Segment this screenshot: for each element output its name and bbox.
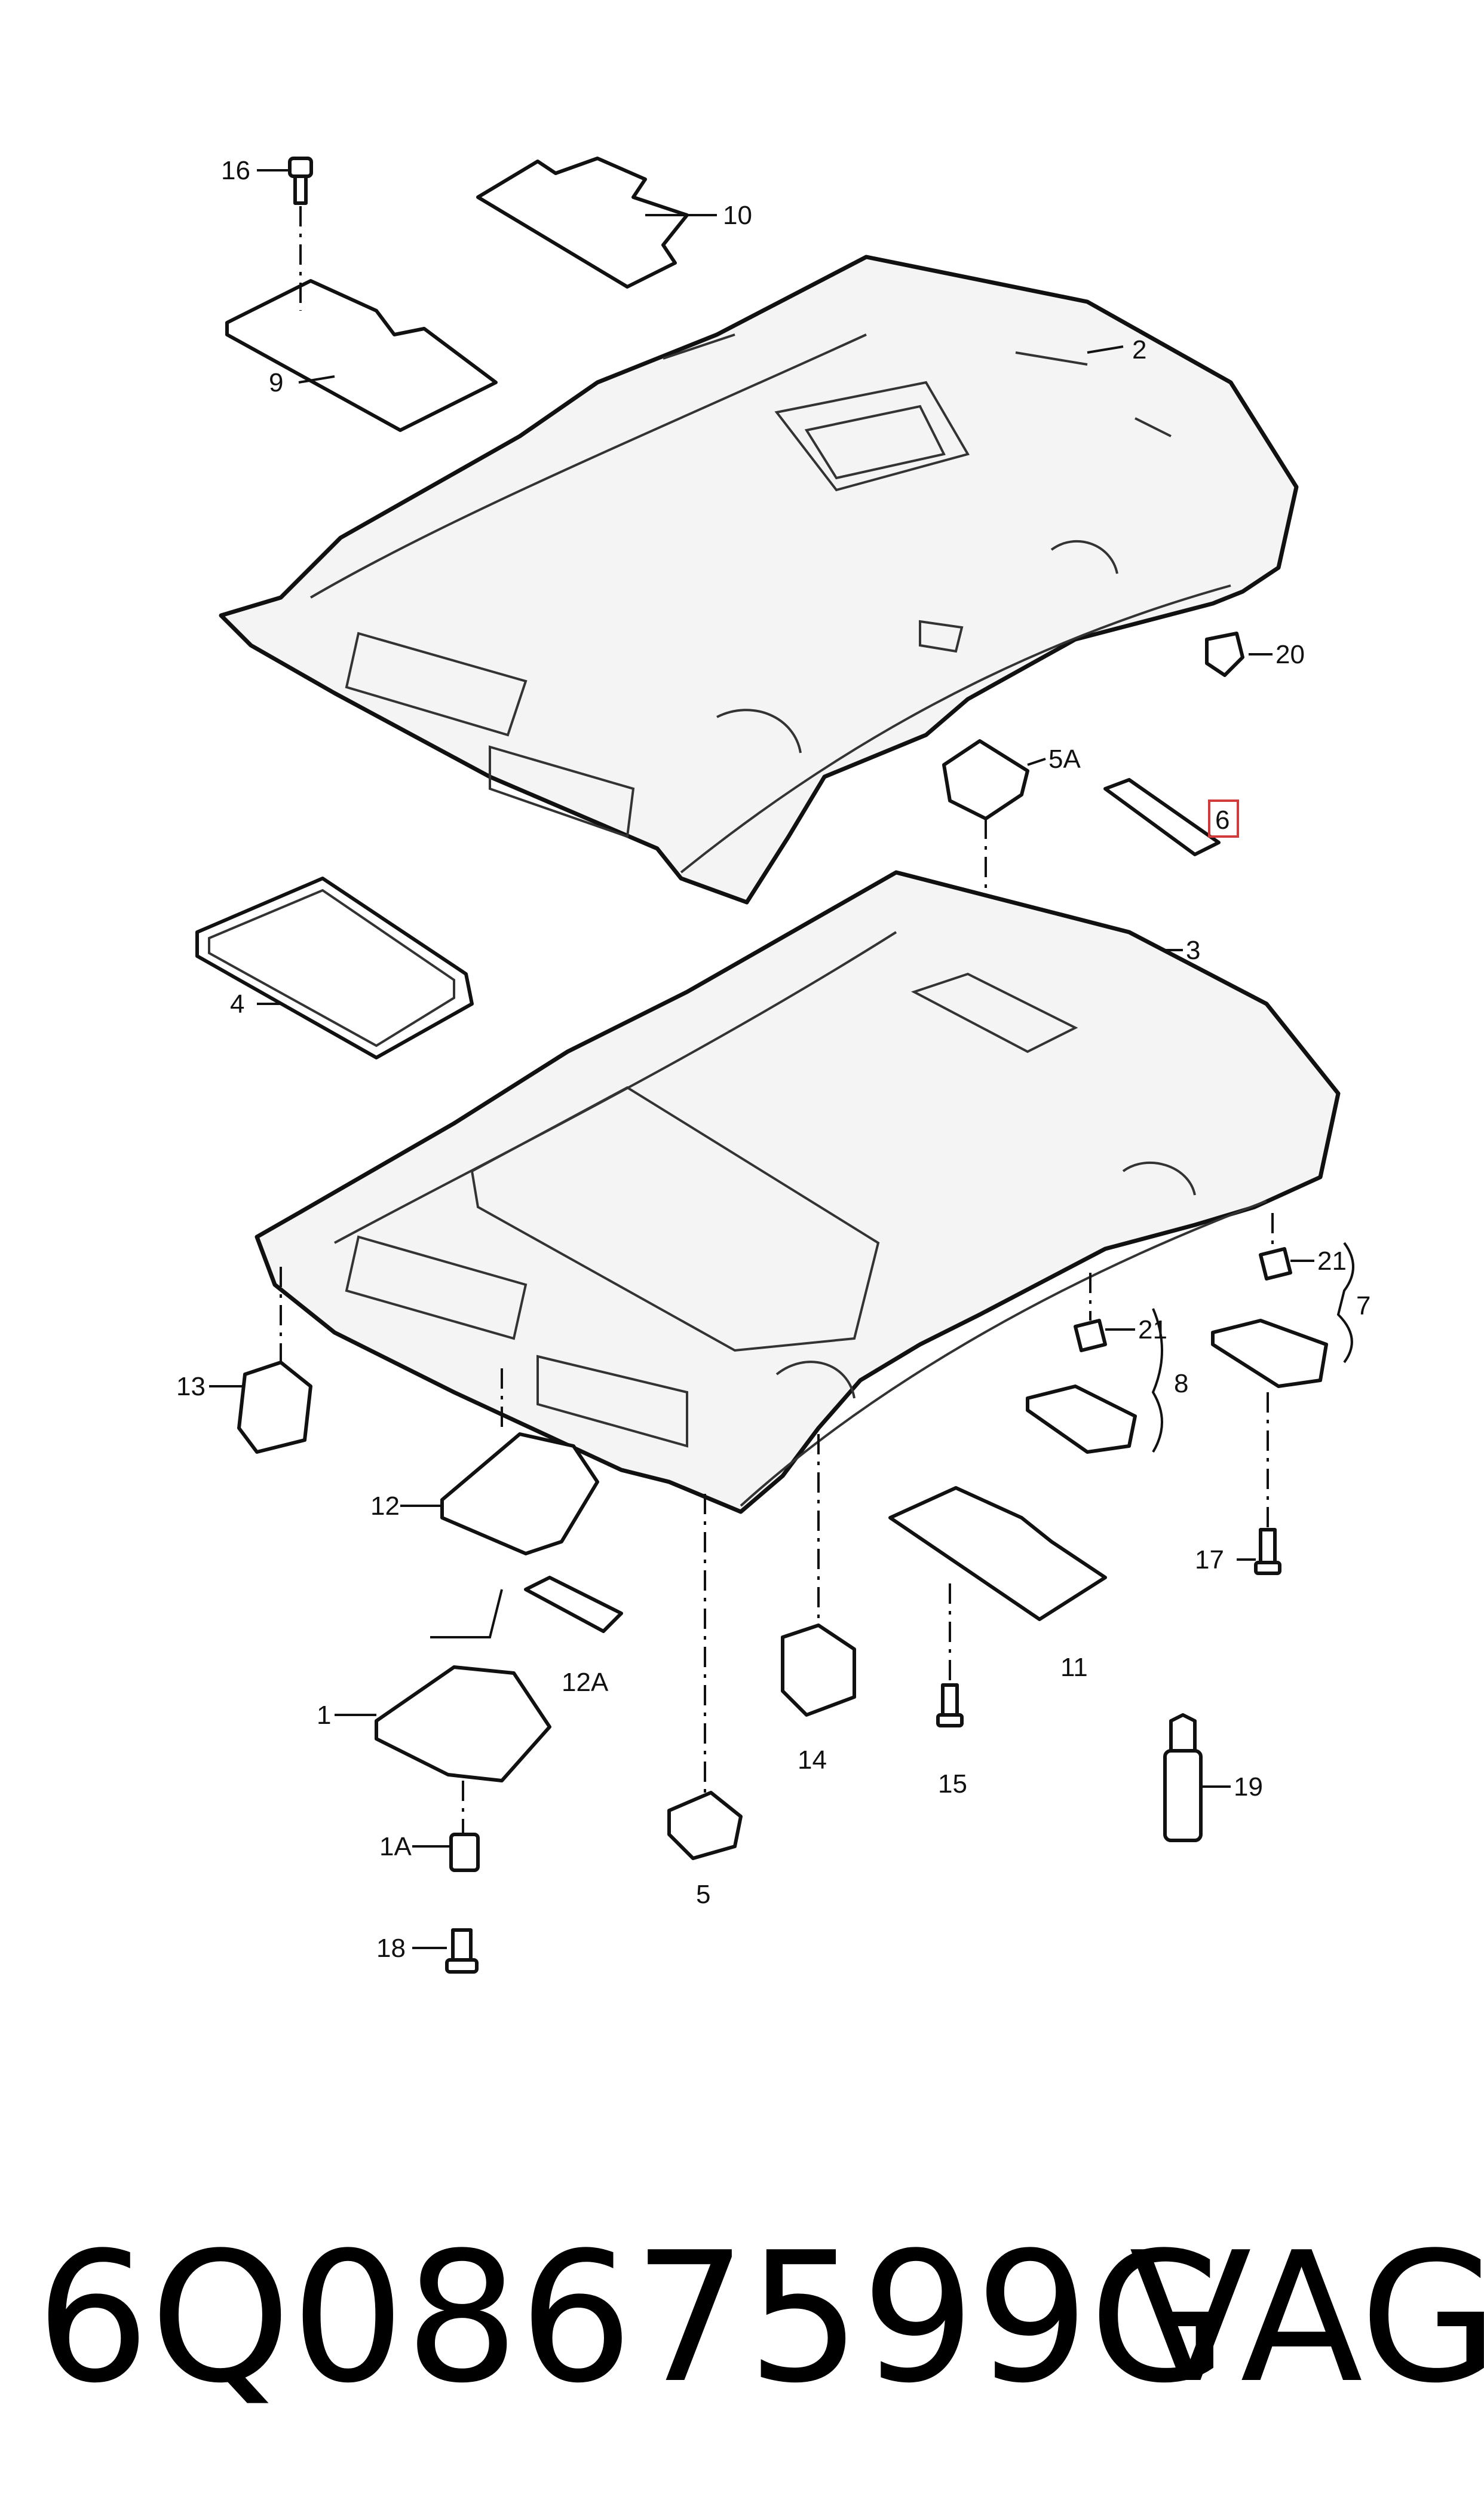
- part-20-clip: [1205, 632, 1244, 677]
- callout-14: 14: [798, 1745, 827, 1775]
- callout-5a: 5A: [1048, 745, 1081, 774]
- part-17-screw: [1254, 1528, 1281, 1575]
- part-15-screw: [936, 1683, 964, 1727]
- part-19-bottle: [1163, 1713, 1203, 1842]
- callout-20: 20: [1275, 640, 1305, 669]
- part-4-seal: [195, 877, 474, 1059]
- part-8-mount: [1026, 1384, 1137, 1454]
- callout-3: 3: [1186, 936, 1200, 965]
- callout-17: 17: [1195, 1545, 1224, 1574]
- callout-12: 12: [370, 1491, 400, 1521]
- callout-11: 11: [1060, 1653, 1088, 1682]
- callout-labels: 16 10 2 9 20 5A 6 3 4 21 7 13 21 8 12 17…: [176, 156, 1370, 1963]
- callout-21-right: 21: [1317, 1246, 1347, 1276]
- callout-1: 1: [317, 1701, 331, 1730]
- part-21-clip-right: [1259, 1247, 1292, 1281]
- headliner-upper: [219, 255, 1299, 905]
- callout-10: 10: [723, 201, 752, 230]
- callout-15: 15: [938, 1769, 967, 1799]
- part-16-screw: [288, 157, 313, 205]
- part-7-mount: [1211, 1319, 1328, 1388]
- callout-4: 4: [230, 990, 244, 1019]
- part-12a-grille: [524, 1576, 623, 1633]
- part-10-pad: [476, 157, 689, 289]
- part-5a-bracket: [942, 739, 1029, 820]
- part-12-console: [440, 1432, 599, 1555]
- brand-label: VAG: [1129, 2214, 1484, 2422]
- callout-19: 19: [1234, 1772, 1263, 1802]
- headliner-lower: [255, 870, 1341, 1514]
- leader-lines: [209, 169, 1354, 1949]
- part-5-clip: [667, 1791, 743, 1860]
- callout-8: 8: [1174, 1369, 1188, 1398]
- callout-16: 16: [221, 156, 250, 185]
- callout-9: 9: [269, 368, 283, 397]
- callout-13: 13: [176, 1372, 206, 1401]
- callout-18: 18: [376, 1934, 406, 1963]
- part-number: 6Q0867599G: [36, 2214, 1228, 2422]
- part-9-pad: [225, 279, 498, 432]
- part-1a-nut: [449, 1833, 480, 1872]
- part-14-bracket: [781, 1623, 856, 1717]
- part-18-screw: [445, 1928, 479, 1974]
- callout-6: 6: [1215, 805, 1229, 835]
- callout-12a: 12A: [562, 1668, 609, 1697]
- callout-2: 2: [1132, 335, 1146, 364]
- part-11-pad: [888, 1486, 1107, 1621]
- part-21-clip-left: [1074, 1319, 1107, 1352]
- callout-7: 7: [1356, 1291, 1370, 1321]
- part-6-pad: [1103, 778, 1221, 856]
- part-13-bracket: [237, 1361, 312, 1454]
- callout-21-left: 21: [1138, 1315, 1167, 1344]
- callout-5: 5: [696, 1880, 710, 1909]
- callout-1a: 1A: [379, 1832, 412, 1861]
- part-1-housing: [375, 1665, 551, 1782]
- callout-6-highlight: [1208, 799, 1239, 838]
